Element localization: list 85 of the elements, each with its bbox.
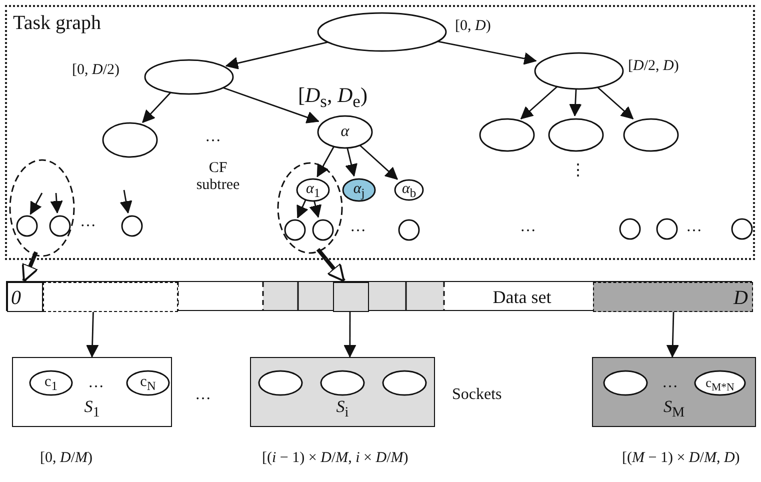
circle-node: [731, 218, 753, 240]
circle-node: [656, 218, 678, 240]
ellipsis-mark: …: [662, 374, 678, 392]
interval-label: [0, D/2): [72, 62, 120, 78]
node-label: α$_{b}$: [400, 182, 418, 200]
node-label: S$_{M}$: [662, 398, 686, 420]
ellipse-node: [317, 12, 447, 52]
node-label: α: [340, 124, 350, 140]
ellipse-node: [29, 370, 73, 396]
node-label: α$_{1}$: [304, 182, 322, 200]
ellipse-node: [534, 52, 624, 90]
node-label: D: [734, 288, 748, 308]
bar-segment: [593, 282, 753, 312]
ellipse-node: [479, 118, 535, 152]
ellipse-node: [623, 118, 679, 152]
ellipse-node: [296, 178, 330, 202]
node-label: c$_{M*N}$: [704, 376, 736, 394]
ellipsis-mark: …: [88, 374, 104, 392]
ellipsis-mark: …: [80, 213, 96, 231]
arrow: [358, 144, 398, 180]
arrow: [309, 200, 322, 218]
bar-cell: [333, 282, 369, 312]
group-frame: [5, 5, 755, 260]
hollow-arrow: [316, 248, 346, 282]
circle-node: [312, 219, 334, 241]
ellipse-node: [144, 59, 234, 95]
node-label: 0: [11, 288, 21, 308]
node-label: α$_{j}$: [352, 182, 366, 200]
node-label: c$_{1}$: [44, 375, 58, 392]
ellipse-node: [694, 370, 746, 396]
arrow: [316, 146, 335, 178]
interval-label: [D/2, D): [628, 58, 679, 74]
ellipse-node: [382, 370, 427, 396]
arrow: [345, 146, 358, 176]
circle-node: [16, 215, 38, 237]
socket-box: [12, 357, 172, 427]
arrow: [30, 192, 43, 215]
data-bar: [6, 281, 752, 311]
bar-cell: [7, 282, 43, 312]
ellipse-node: [342, 178, 376, 202]
interval-label: [0, D): [455, 18, 491, 34]
circle-node: [619, 218, 641, 240]
ellipse-node: [320, 370, 365, 396]
circle-node: [49, 215, 71, 237]
hollow-arrow: [22, 251, 38, 282]
annotation-text: CF subtree: [195, 160, 241, 193]
node-label: c$_{N}$: [139, 375, 157, 392]
socket-box: [592, 357, 756, 427]
circle-node: [121, 215, 143, 237]
arrow: [142, 91, 172, 124]
dashed-ellipse: [277, 162, 343, 254]
arrow: [120, 190, 132, 214]
ellipse-node: [126, 370, 170, 396]
ellipsis-mark: …: [350, 218, 366, 236]
arrow: [569, 88, 582, 116]
ellipsis-mark: ⋮: [570, 162, 586, 180]
ellipse-node: [102, 122, 158, 158]
bar-segment: [43, 282, 178, 312]
arrow: [596, 86, 634, 120]
dashed-ellipse: [9, 159, 75, 257]
circle-node: [284, 219, 306, 241]
node-label: S$_{i}$: [335, 398, 350, 420]
ellipsis-mark: …: [205, 128, 221, 146]
arrow: [226, 41, 328, 70]
interval-label: [(M − 1) × D/M, D): [622, 450, 740, 466]
group-title: Task graph: [13, 13, 102, 33]
arrow: [296, 199, 308, 218]
socket-box: [250, 357, 435, 427]
node-label: S$_{1}$: [83, 398, 101, 420]
bar-label: Data set: [492, 288, 552, 306]
arrow: [520, 86, 558, 120]
ellipse-node: [258, 370, 303, 396]
ellipsis-mark: …: [195, 386, 211, 404]
interval-label: [0, D/M): [40, 450, 93, 466]
ellipse-node: [603, 370, 648, 396]
ellipse-node: [548, 118, 604, 152]
arrow: [50, 192, 63, 214]
ellipse-node: [394, 179, 424, 201]
ellipse-node: [317, 115, 373, 149]
interval-label: [(i − 1) × D/M, i × D/M): [262, 450, 408, 466]
circle-node: [398, 219, 420, 241]
ellipsis-mark: …: [520, 218, 536, 236]
ellipsis-mark: Sockets: [452, 386, 502, 404]
ellipsis-mark: …: [686, 218, 702, 236]
interval-label: [D$_{s}$, D$_{e}$): [298, 84, 368, 112]
